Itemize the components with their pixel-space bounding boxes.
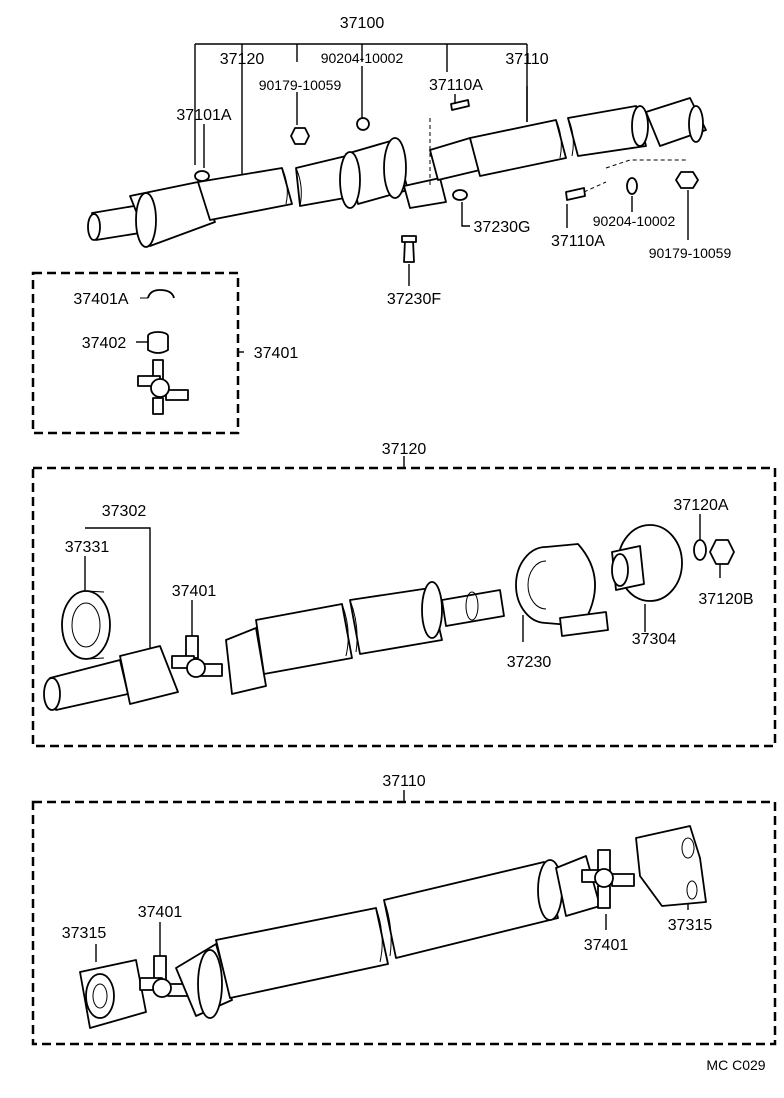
dust-seal-drawing xyxy=(61,590,111,660)
spider-front-drawing xyxy=(171,635,223,678)
front-shaft-drawing xyxy=(87,137,447,248)
assembly-section: 37100 37120 90204-10002 37110 90179-1005… xyxy=(87,15,732,308)
label-spider-front: 37401 xyxy=(172,583,217,600)
spider-rear-left-drawing xyxy=(139,955,191,998)
label-bearing-bracket-f: 37230F xyxy=(387,291,441,308)
rear-shaft-section: 37110 37315 37401 37401 37315 xyxy=(31,773,777,1046)
label-nut-a: 90179-10059 xyxy=(259,77,342,93)
label-nut-120b: 37120B xyxy=(698,591,753,608)
label-center-bearing: 37230 xyxy=(507,654,552,671)
label-bearing-bracket-g: 37230G xyxy=(474,219,531,236)
label-washer-120a: 37120A xyxy=(673,497,728,514)
label-dust-seal: 37331 xyxy=(65,539,110,556)
rear-tube-drawing xyxy=(175,855,601,1019)
label-front-shaft: 37120 xyxy=(220,51,265,68)
spider-rear-right-drawing xyxy=(581,849,635,909)
flange-yoke-left-drawing xyxy=(79,959,147,1029)
spider-drawing xyxy=(137,359,189,415)
hardware-drawing xyxy=(194,99,699,263)
label-assembly: 37100 xyxy=(340,15,385,32)
sleeve-yoke-drawing xyxy=(43,645,179,711)
label-washer-a: 90204-10002 xyxy=(321,50,404,66)
label-front-shaft-sub: 37120 xyxy=(382,441,427,458)
label-flange-yoke-right: 37315 xyxy=(668,917,713,934)
label-bearing-cup: 37402 xyxy=(82,335,127,352)
label-flange-yoke-left: 37315 xyxy=(62,925,107,942)
bearing-cup-drawing xyxy=(136,331,169,354)
rear-shaft-drawing xyxy=(429,97,707,181)
washer-nut-drawing xyxy=(693,539,735,565)
label-nut-b: 90179-10059 xyxy=(649,245,732,261)
label-bolt-b: 37110A xyxy=(551,233,605,250)
flange-drawing xyxy=(611,524,683,602)
label-washer-b: 90204-10002 xyxy=(593,213,676,229)
label-rear-shaft-sub: 37110 xyxy=(382,773,425,790)
label-spider-rear-left: 37401 xyxy=(138,904,183,921)
label-flange: 37304 xyxy=(632,631,677,648)
label-bolt-a: 37110A xyxy=(429,77,483,94)
label-rear-shaft: 37110 xyxy=(505,51,548,68)
label-snap-ring: 37401A xyxy=(73,291,128,308)
label-sleeve-yoke-set: 37302 xyxy=(102,503,147,520)
label-sleeve-ring: 37101A xyxy=(176,107,231,124)
spider-kit-section: 37401A 37402 37401 xyxy=(31,271,299,435)
diagram-code: MC C029 xyxy=(706,1057,765,1073)
label-spider-set: 37401 xyxy=(254,345,299,362)
flange-yoke-right-drawing xyxy=(635,825,707,907)
center-bearing-drawing xyxy=(515,543,609,637)
front-shaft-section: 37120 37302 37331 37401 37230 37304 3712… xyxy=(31,441,777,748)
front-tube-drawing xyxy=(225,581,505,695)
label-spider-rear-right: 37401 xyxy=(584,937,629,954)
snap-ring-drawing xyxy=(140,289,175,299)
